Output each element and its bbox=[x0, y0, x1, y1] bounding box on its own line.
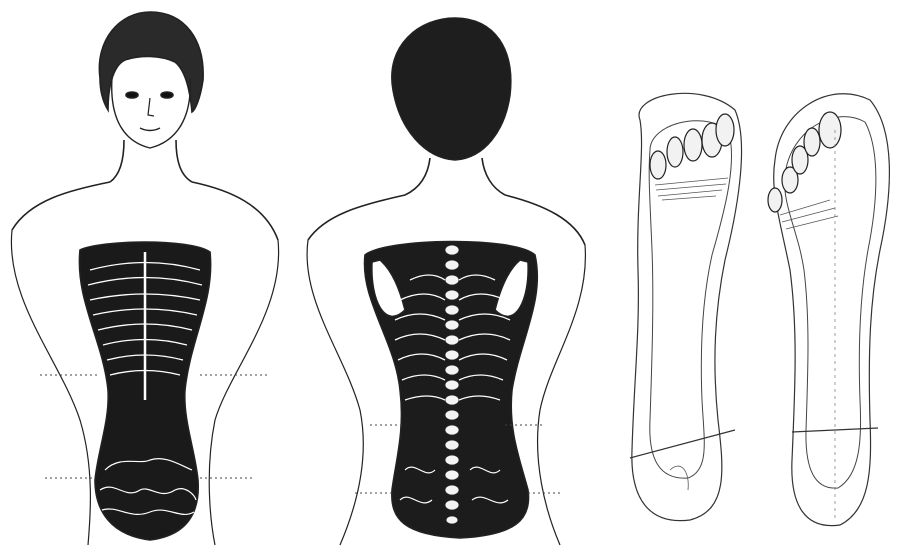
front-neck-left bbox=[110, 140, 124, 182]
right-hatching bbox=[780, 200, 838, 229]
right-eye bbox=[161, 92, 173, 98]
back-shoulders bbox=[308, 195, 585, 245]
back-neck-left bbox=[405, 158, 430, 195]
front-view-figure bbox=[11, 12, 278, 545]
front-face bbox=[112, 78, 191, 148]
left-hatching bbox=[655, 178, 728, 200]
back-neck-right bbox=[482, 158, 505, 195]
left-toes bbox=[650, 114, 734, 179]
left-heel-line bbox=[630, 430, 735, 458]
right-toes bbox=[768, 112, 841, 212]
nose bbox=[148, 98, 154, 116]
right-sole-outline bbox=[774, 94, 890, 526]
front-neck-right bbox=[176, 140, 192, 182]
front-hair bbox=[99, 12, 203, 112]
back-hair bbox=[392, 18, 511, 160]
left-eye bbox=[126, 92, 138, 98]
foot-soles bbox=[630, 93, 889, 525]
mouth bbox=[140, 128, 160, 131]
back-view-figure bbox=[307, 18, 585, 545]
front-shoulders bbox=[12, 182, 278, 240]
